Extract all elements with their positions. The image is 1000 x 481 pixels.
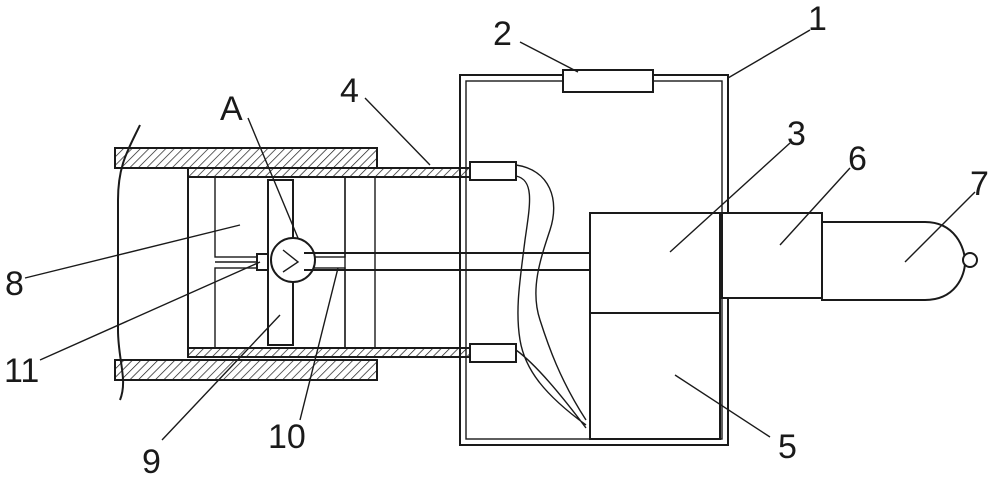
top-sensor <box>562 69 654 93</box>
label-11: 11 <box>4 352 39 390</box>
detail-circle <box>270 237 316 283</box>
label-8: 8 <box>5 265 24 303</box>
clamp-block-top <box>469 161 517 181</box>
battery-block <box>589 312 721 440</box>
label-2: 2 <box>493 15 512 53</box>
handle <box>821 221 967 301</box>
label-9: 9 <box>142 443 161 481</box>
label-3: 3 <box>787 115 806 153</box>
cable <box>515 164 587 429</box>
label-1: 1 <box>808 0 827 38</box>
small-part <box>256 253 269 271</box>
label-5: 5 <box>778 428 797 466</box>
clamp-block-bottom <box>469 343 517 363</box>
connector-block <box>721 212 823 299</box>
motor-block <box>589 212 721 314</box>
label-7: 7 <box>970 165 989 203</box>
leader-lines <box>24 29 976 441</box>
label-6: 6 <box>848 140 867 178</box>
label-A: A <box>220 90 243 128</box>
drive-shaft <box>304 252 590 271</box>
handle-ring <box>962 252 978 268</box>
label-4: 4 <box>340 72 359 110</box>
label-10: 10 <box>268 418 306 456</box>
